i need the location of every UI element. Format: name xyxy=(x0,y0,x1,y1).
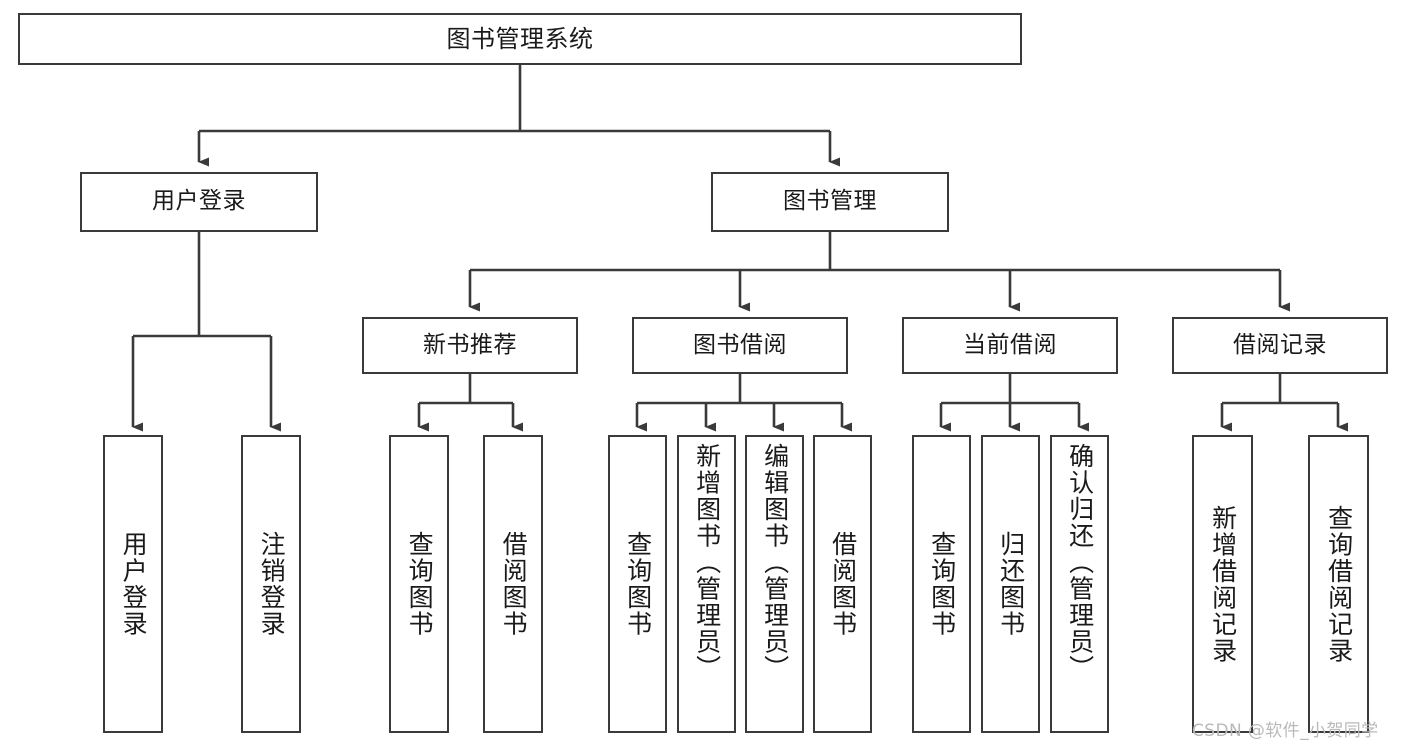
node-borrow-record[interactable]: 借阅记录 xyxy=(1172,317,1388,374)
node-label: 确认归还（管理员） xyxy=(1065,443,1095,682)
node-label: 查询图书 xyxy=(623,531,653,637)
node-label: 借阅图书 xyxy=(828,531,858,637)
leaf-current-borrow-return-book[interactable]: 归还图书 xyxy=(981,435,1040,733)
leaf-book-borrow-borrow-book[interactable]: 借阅图书 xyxy=(813,435,872,733)
node-label: 用户登录 xyxy=(152,188,246,215)
node-root-book-management-system[interactable]: 图书管理系统 xyxy=(18,13,1022,65)
node-label: 查询借阅记录 xyxy=(1324,504,1354,664)
node-label: 注销登录 xyxy=(257,531,287,637)
node-label: 当前借阅 xyxy=(963,331,1057,358)
node-label: 图书借阅 xyxy=(693,331,787,358)
leaf-user-login-logout[interactable]: 注销登录 xyxy=(241,435,301,733)
leaf-book-borrow-edit-book-admin[interactable]: 编辑图书（管理员） xyxy=(745,435,804,733)
node-new-book-recommend[interactable]: 新书推荐 xyxy=(362,317,578,374)
node-current-borrow[interactable]: 当前借阅 xyxy=(902,317,1118,374)
node-book-borrow[interactable]: 图书借阅 xyxy=(632,317,848,374)
node-user-login[interactable]: 用户登录 xyxy=(80,172,318,232)
leaf-borrow-record-add-record[interactable]: 新增借阅记录 xyxy=(1192,435,1253,733)
node-book-management[interactable]: 图书管理 xyxy=(711,172,949,232)
node-label: 用户登录 xyxy=(119,531,149,637)
node-label: 新增借阅记录 xyxy=(1208,504,1238,664)
node-label: 编辑图书（管理员） xyxy=(760,443,790,682)
node-label: 图书管理 xyxy=(783,188,877,215)
leaf-new-book-query-book[interactable]: 查询图书 xyxy=(389,435,449,733)
node-label: 图书管理系统 xyxy=(446,24,594,53)
leaf-book-borrow-query-book[interactable]: 查询图书 xyxy=(608,435,667,733)
node-label: 借阅记录 xyxy=(1233,331,1327,358)
node-label: 借阅图书 xyxy=(499,531,529,637)
leaf-borrow-record-query-record[interactable]: 查询借阅记录 xyxy=(1308,435,1369,733)
leaf-current-borrow-confirm-return-admin[interactable]: 确认归还（管理员） xyxy=(1050,435,1109,733)
node-label: 归还图书 xyxy=(996,531,1026,637)
node-label: 查询图书 xyxy=(927,531,957,637)
node-label: 新增图书（管理员） xyxy=(692,443,722,682)
node-label: 新书推荐 xyxy=(423,331,517,358)
leaf-new-book-borrow-book[interactable]: 借阅图书 xyxy=(483,435,543,733)
node-label: 查询图书 xyxy=(405,531,435,637)
leaf-user-login-login[interactable]: 用户登录 xyxy=(103,435,163,733)
leaf-current-borrow-query-book[interactable]: 查询图书 xyxy=(912,435,971,733)
leaf-book-borrow-add-book-admin[interactable]: 新增图书（管理员） xyxy=(677,435,736,733)
